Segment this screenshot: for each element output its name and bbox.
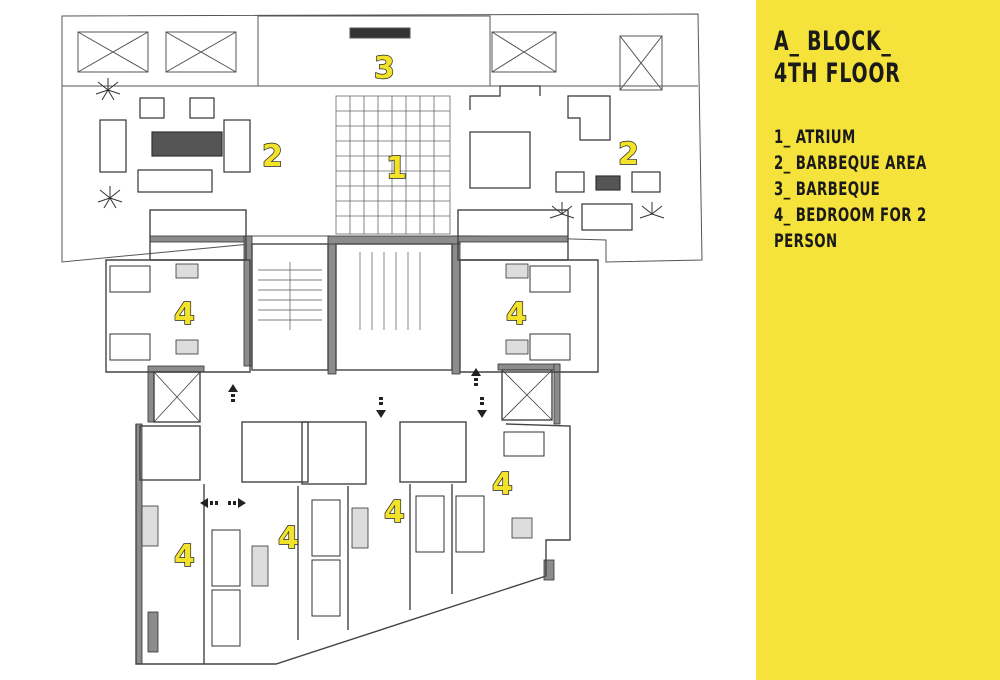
lower-block-outline [135,423,571,665]
label-bedroom: 4 [506,297,527,332]
right-lounge-furniture [469,85,661,231]
label-barbeque-area-right: 2 [618,137,639,172]
legend-item-atrium: 1_ ATRIUM [774,126,856,148]
legend-title-line1: A_ BLOCK_ [774,26,892,57]
legend-item-bedroom-cont: PERSON [774,230,838,252]
legend-item-bedroom: 4_ BEDROOM FOR 2 [774,204,927,226]
stair-core [335,243,453,371]
floor-plan: 1 2 2 3 4 4 4 4 4 4 [61,13,703,665]
label-bedroom: 4 [278,521,299,556]
upper-wing-right-outline [459,259,599,373]
legend-item-barbeque: 3_ BARBEQUE [774,178,881,200]
bed-icons [109,265,571,647]
label-atrium: 1 [386,151,407,186]
skylight-1 [77,31,149,73]
left-lounge-furniture [99,97,251,193]
legend-panel: A_ BLOCK_ 4TH FLOOR 1_ ATRIUM 2_ BARBEQU… [756,0,1000,680]
legend-item-barbeque-area: 2_ BARBEQUE AREA [774,152,927,174]
label-bedroom: 4 [492,467,513,502]
skylight-4 [619,35,663,91]
stair-left [251,243,329,371]
elevator-left [153,371,201,423]
label-barbeque: 3 [374,51,395,86]
skylight-2 [165,31,237,73]
skylight-3 [491,31,557,73]
label-bedroom: 4 [174,297,195,332]
label-bedroom: 4 [174,539,195,574]
wardrobe-hatch [141,263,533,587]
elevator-right [501,369,553,421]
barbeque-grill [349,27,411,39]
label-bedroom: 4 [384,495,405,530]
plant-icon [95,78,665,219]
building-walls [135,235,569,665]
atrium-grid [335,95,451,235]
label-barbeque-area-left: 2 [262,139,283,174]
stair-treads [258,252,421,330]
barbeque-strip [257,15,491,87]
legend-title-line2: 4TH FLOOR [774,58,901,89]
circulation-arrow-icon [200,368,487,508]
